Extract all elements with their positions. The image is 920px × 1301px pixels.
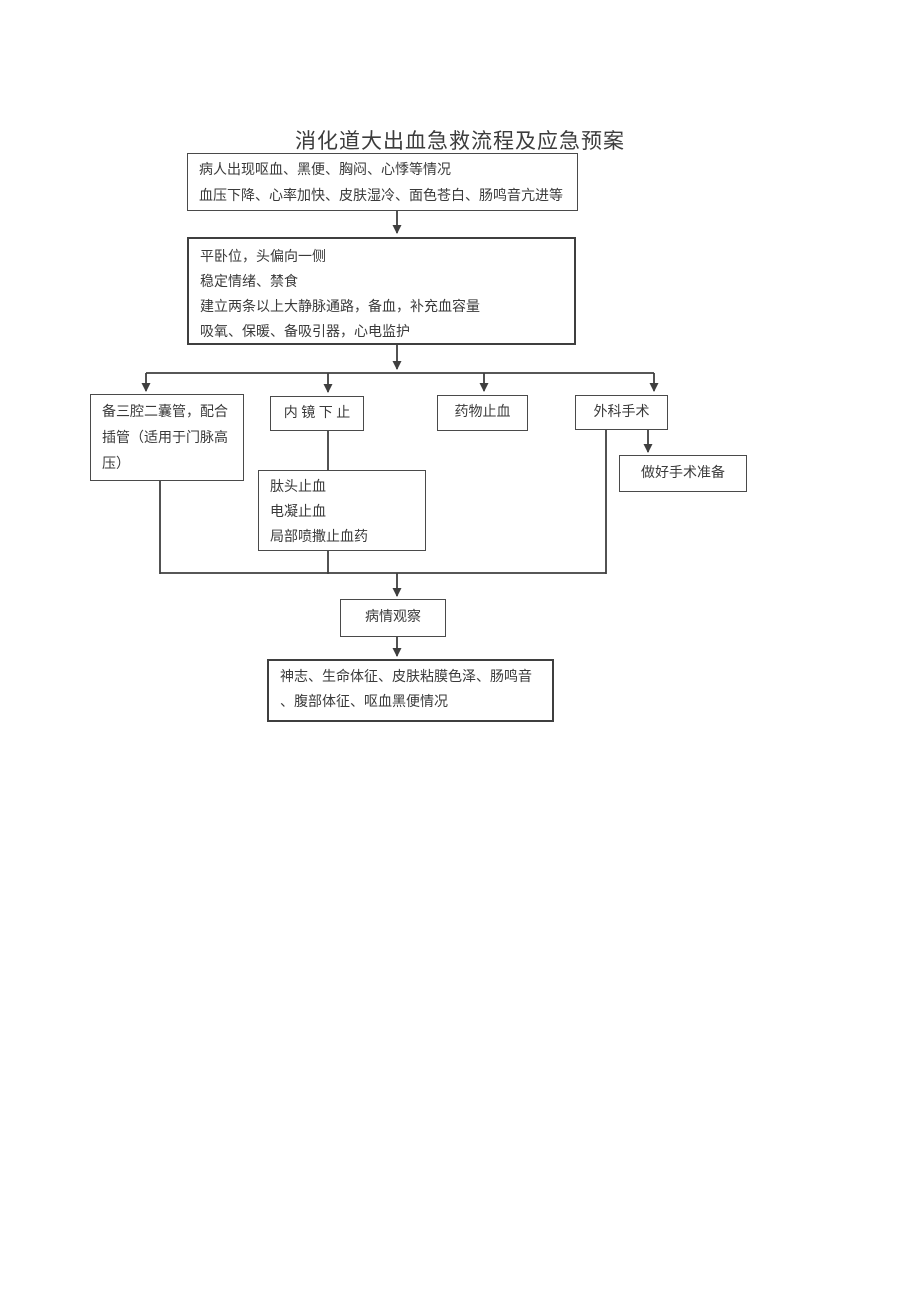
node-measures-line: 平卧位，头偏向一侧 (200, 250, 326, 265)
node-balloon-tube: 备三腔二囊管，配合 插管（适用于门脉高 压） (90, 394, 244, 481)
node-endoscopy-methods: 肽头止血 电凝止血 局部喷撒止血药 (258, 470, 426, 551)
node-endoscopy: 内 镜 下 止 (270, 396, 364, 431)
node-symptoms-line: 病人出现呕血、黑便、胸闷、心悸等情况 (199, 163, 451, 178)
node-measures-line: 稳定情绪、禁食 (200, 275, 298, 290)
node-surgery-prep-label: 做好手术准备 (641, 465, 725, 481)
node-surgery-label: 外科手术 (593, 404, 650, 420)
node-symptoms-line: 血压下降、心率加快、皮肤湿冷、面色苍白、肠鸣音亢进等 (199, 189, 563, 204)
node-endoscopy-methods-line: 电凝止血 (270, 505, 326, 520)
node-endoscopy-methods-line: 肽头止血 (270, 480, 326, 495)
node-surgery-prep: 做好手术准备 (619, 455, 747, 492)
node-surgery: 外科手术 (575, 395, 668, 430)
node-endoscopy-methods-line: 局部喷撒止血药 (270, 530, 368, 545)
page-title: 消化道大出血急救流程及应急预案 (295, 129, 625, 153)
node-observation-items-line: 神志、生命体征、皮肤粘膜色泽、肠鸣音 (280, 670, 532, 685)
node-drug-hemostasis-label: 药物止血 (454, 405, 511, 420)
node-measures-line: 吸氧、保暖、备吸引器，心电监护 (200, 325, 410, 340)
node-symptoms: 病人出现呕血、黑便、胸闷、心悸等情况 血压下降、心率加快、皮肤湿冷、面色苍白、肠… (187, 153, 578, 211)
node-drug-hemostasis: 药物止血 (437, 395, 528, 431)
node-balloon-tube-line: 备三腔二囊管，配合 (102, 405, 228, 420)
node-observation-items-line: 、腹部体征、呕血黑便情况 (280, 695, 448, 710)
node-observation-label: 病情观察 (365, 610, 421, 625)
node-balloon-tube-line: 插管（适用于门脉高 (102, 431, 228, 446)
node-endoscopy-label: 内 镜 下 止 (283, 405, 351, 421)
node-first-aid-measures: 平卧位，头偏向一侧 稳定情绪、禁食 建立两条以上大静脉通路，备血，补充血容量 吸… (187, 237, 576, 345)
node-balloon-tube-line: 压） (102, 457, 130, 472)
node-observation-items: 神志、生命体征、皮肤粘膜色泽、肠鸣音 、腹部体征、呕血黑便情况 (267, 659, 554, 722)
node-observation: 病情观察 (340, 599, 446, 637)
node-measures-line: 建立两条以上大静脉通路，备血，补充血容量 (200, 300, 480, 315)
